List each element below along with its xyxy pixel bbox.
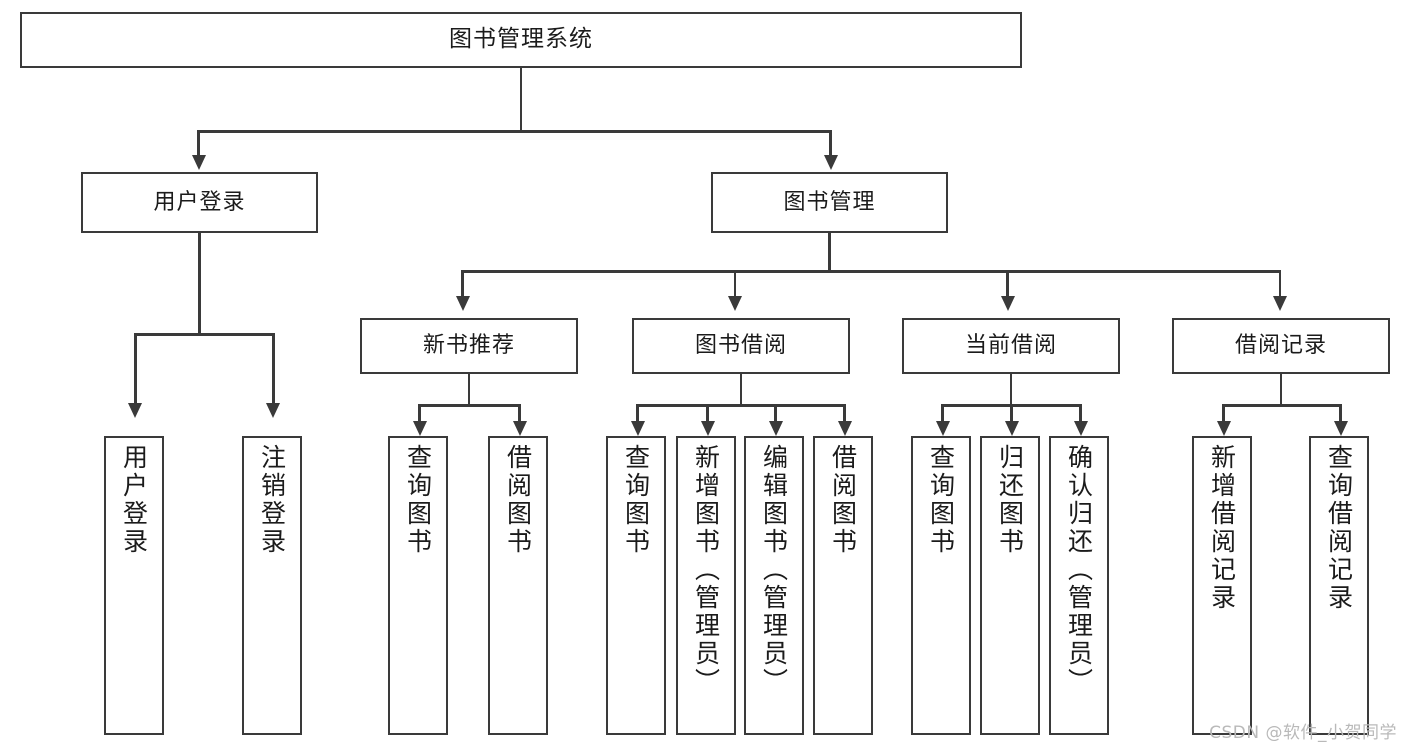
node-label: 图书管理系统 (449, 26, 593, 53)
connector-user-login-bus (134, 333, 272, 336)
connector-level2-drop-4 (1278, 270, 1281, 298)
connector-level2-drop-3 (1006, 270, 1009, 298)
node-borrow-record[interactable]: 借阅记录 (1172, 318, 1390, 374)
arrow-book-borrow-1 (630, 421, 645, 436)
leaf-query-book-current[interactable]: 查询图书 (911, 436, 971, 735)
connector-user-login-drop-1 (134, 333, 137, 405)
connector-borrow-record-drop-2 (1339, 404, 1342, 424)
node-label: 图书管理 (783, 189, 876, 215)
arrow-current-borrow-3 (1073, 421, 1088, 436)
node-new-book-recommend[interactable]: 新书推荐 (360, 318, 578, 374)
node-label: 查询图书 (926, 444, 956, 556)
arrow-book-borrow-2 (700, 421, 715, 436)
node-label: 用户登录 (119, 444, 149, 556)
connector-new-book-drop-2 (518, 404, 521, 424)
leaf-confirm-return-admin[interactable]: 确认归还（管理员） (1049, 436, 1109, 735)
leaf-query-book-borrow[interactable]: 查询图书 (606, 436, 666, 735)
connector-current-borrow-stem (1009, 374, 1013, 405)
connector-current-borrow-drop-1 (941, 404, 944, 424)
node-label: 查询图书 (621, 444, 651, 556)
connector-root-stem (519, 68, 523, 131)
arrow-user-login-2 (266, 403, 280, 418)
connector-new-book-bus (418, 404, 518, 407)
connector-new-book-drop-1 (418, 404, 421, 424)
node-label: 查询图书 (403, 444, 433, 556)
arrow-new-book-1 (412, 421, 427, 436)
arrow-level2-4 (1273, 296, 1287, 311)
node-label: 图书借阅 (694, 333, 787, 359)
connector-current-borrow-drop-2 (1010, 404, 1013, 424)
arrow-borrow-record-2 (1333, 421, 1348, 436)
node-label: 注销登录 (257, 444, 287, 556)
arrow-new-book-2 (512, 421, 527, 436)
node-label: 当前借阅 (964, 333, 1057, 359)
node-label: 查询借阅记录 (1324, 444, 1354, 612)
connector-borrow-record-bus (1222, 404, 1339, 407)
arrow-user-login-1 (128, 403, 142, 418)
node-label: 新增借阅记录 (1207, 444, 1237, 612)
leaf-user-login[interactable]: 用户登录 (104, 436, 164, 735)
leaf-add-borrow-record[interactable]: 新增借阅记录 (1192, 436, 1252, 735)
leaf-query-borrow-record[interactable]: 查询借阅记录 (1309, 436, 1369, 735)
arrow-level1-1 (192, 155, 206, 170)
connector-current-borrow-drop-3 (1079, 404, 1082, 424)
node-label: 借阅记录 (1234, 333, 1327, 359)
connector-user-login-stem (198, 233, 201, 334)
leaf-edit-book-admin[interactable]: 编辑图书（管理员） (744, 436, 804, 735)
arrow-book-borrow-3 (768, 421, 783, 436)
leaf-query-book-new[interactable]: 查询图书 (388, 436, 448, 735)
connector-book-mgmt-stem (828, 233, 831, 272)
arrow-level2-3 (1000, 296, 1015, 311)
arrow-level2-2 (728, 296, 742, 311)
node-current-borrow[interactable]: 当前借阅 (902, 318, 1120, 374)
leaf-borrow-book-new[interactable]: 借阅图书 (488, 436, 548, 735)
connector-book-borrow-drop-1 (636, 404, 639, 424)
connector-level2-drop-2 (733, 270, 736, 298)
connector-borrow-record-drop-1 (1222, 404, 1225, 424)
node-book-borrow[interactable]: 图书借阅 (632, 318, 850, 374)
node-label: 确认归还（管理员） (1064, 444, 1094, 696)
arrow-borrow-record-1 (1216, 421, 1231, 436)
leaf-return-book[interactable]: 归还图书 (980, 436, 1040, 735)
connector-new-book-stem (467, 374, 471, 405)
node-label: 借阅图书 (828, 444, 858, 556)
node-book-management[interactable]: 图书管理 (711, 172, 948, 233)
connector-book-borrow-drop-3 (774, 404, 777, 424)
connector-level1-drop-2 (829, 130, 832, 158)
leaf-borrow-book[interactable]: 借阅图书 (813, 436, 873, 735)
node-label: 新增图书（管理员） (691, 444, 721, 696)
arrow-current-borrow-1 (935, 421, 950, 436)
arrow-current-borrow-2 (1004, 421, 1019, 436)
connector-level2-bus (461, 270, 1279, 273)
connector-book-borrow-drop-4 (843, 404, 846, 424)
node-user-login[interactable]: 用户登录 (81, 172, 318, 233)
leaf-logout[interactable]: 注销登录 (242, 436, 302, 735)
connector-book-borrow-stem (739, 374, 743, 405)
node-label: 归还图书 (995, 444, 1025, 556)
arrow-book-borrow-4 (837, 421, 852, 436)
node-label: 新书推荐 (422, 333, 515, 359)
arrow-level1-2 (824, 155, 838, 170)
connector-user-login-drop-2 (272, 333, 275, 405)
node-label: 借阅图书 (503, 444, 533, 556)
connector-borrow-record-stem (1279, 374, 1283, 405)
node-label: 编辑图书（管理员） (759, 444, 789, 696)
connector-book-borrow-drop-2 (706, 404, 709, 424)
connector-book-borrow-bus (636, 404, 843, 407)
connector-level1-drop-1 (197, 130, 200, 158)
node-root-system[interactable]: 图书管理系统 (20, 12, 1022, 68)
arrow-level2-1 (455, 296, 470, 311)
connector-level2-drop-1 (461, 270, 464, 298)
leaf-add-book-admin[interactable]: 新增图书（管理员） (676, 436, 736, 735)
connector-level1-bus (197, 130, 831, 133)
node-label: 用户登录 (153, 189, 246, 215)
